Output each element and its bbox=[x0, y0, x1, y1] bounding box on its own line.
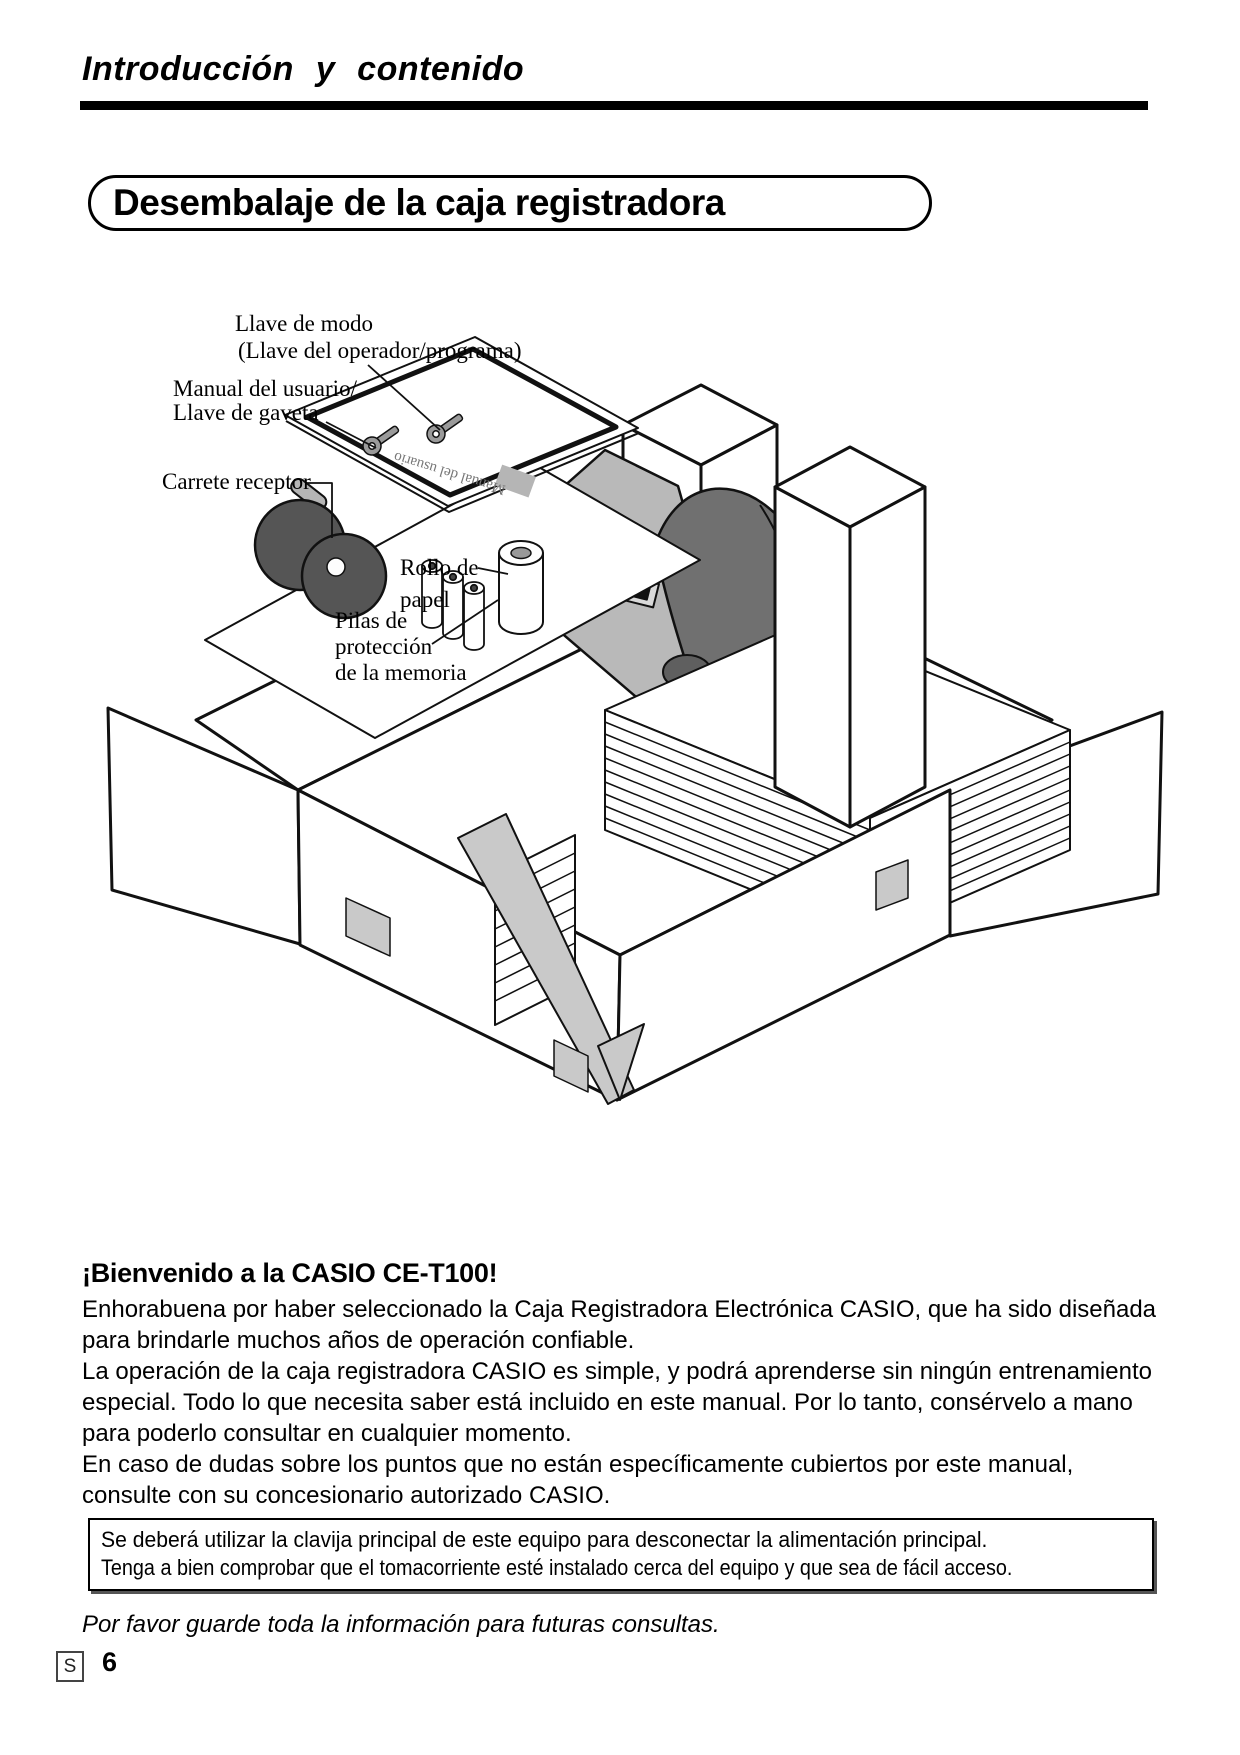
memory-batteries bbox=[421, 559, 485, 651]
language-badge: S bbox=[56, 1651, 84, 1682]
paragraph: La operación de la caja registradora CAS… bbox=[82, 1358, 1152, 1447]
manual-sticker bbox=[494, 464, 537, 498]
user-manual bbox=[284, 336, 640, 513]
section-title: Desembalaje de la caja registradora bbox=[113, 182, 725, 223]
keep-info-reminder: Por favor guarde toda la información par… bbox=[82, 1611, 720, 1638]
safety-note-box: Se deberá utilizar la clavija principal … bbox=[88, 1518, 1154, 1591]
paper-roll bbox=[498, 540, 544, 635]
foam-block-right bbox=[773, 445, 927, 829]
tape-left bbox=[345, 897, 391, 957]
page-header: Introducción y contenido bbox=[82, 50, 525, 88]
label-batteries-line2: protección bbox=[335, 634, 433, 659]
paragraph: Enhorabuena por haber seleccionado la Ca… bbox=[82, 1296, 1157, 1354]
header-rule bbox=[80, 101, 1148, 110]
label-manual-line1: Manual del usuario/ bbox=[173, 376, 358, 401]
welcome-heading: ¡Bienvenido a la CASIO CE-T100! bbox=[82, 1258, 498, 1288]
label-paper-roll-line2: papel bbox=[400, 587, 450, 612]
label-batteries-line3: de la memoria bbox=[335, 660, 467, 685]
carton-front bbox=[106, 706, 952, 1105]
paragraph: En caso de dudas sobre los puntos que no… bbox=[82, 1451, 1074, 1509]
unpacking-illustration: Llave de modo (Llave del operador/progra… bbox=[106, 311, 1164, 1105]
label-takeup-reel: Carrete receptor bbox=[162, 469, 311, 494]
label-mode-key-line2: (Llave del operador/programa) bbox=[238, 338, 522, 363]
label-manual-line2: Llave de gaveta bbox=[173, 400, 319, 425]
section-title-box: Desembalaje de la caja registradora bbox=[88, 175, 932, 231]
callout-lines bbox=[306, 364, 509, 645]
label-mode-key-line1: Llave de modo bbox=[235, 311, 373, 336]
mode-key-icon bbox=[426, 413, 464, 444]
safety-note-line: Tenga a bien comprobar que el tomacorrie… bbox=[101, 1555, 1013, 1580]
flap-edge-band bbox=[457, 813, 635, 1105]
page-number: 6 bbox=[102, 1647, 118, 1677]
label-paper-roll-line1: Rollo de bbox=[400, 555, 479, 580]
flap-edge-arrow bbox=[597, 1023, 645, 1101]
takeup-reel bbox=[253, 477, 388, 620]
label-batteries-line1: Pilas de bbox=[335, 608, 407, 633]
body-copy: Enhorabuena por haber seleccionado la Ca… bbox=[82, 1294, 1160, 1511]
tape-bottom bbox=[553, 1039, 589, 1093]
safety-note-line: Se deberá utilizar la clavija principal … bbox=[101, 1527, 988, 1552]
tape-right bbox=[875, 859, 909, 911]
accessory-tray bbox=[204, 336, 701, 739]
